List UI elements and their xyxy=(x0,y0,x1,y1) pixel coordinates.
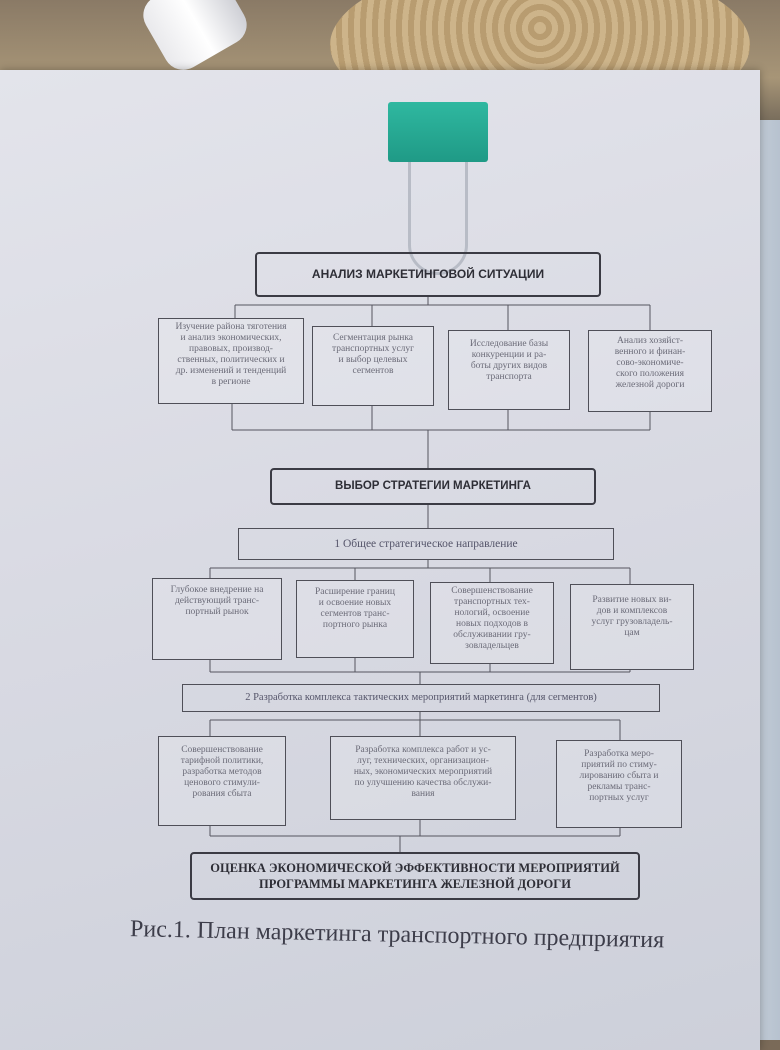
direction-box-1: Глубокое внедрение на действующий транс-… xyxy=(152,578,282,660)
header-strategy: ВЫБОР СТРАТЕГИИ МАРКЕТИНГА xyxy=(270,468,596,505)
analysis-box-3: Исследование базы конкуренции и ра- боты… xyxy=(448,330,570,410)
direction-box-4: Развитие новых ви- дов и комплексов услу… xyxy=(570,584,694,670)
header-evaluation: ОЦЕНКА ЭКОНОМИЧЕСКОЙ ЭФФЕКТИВНОСТИ МЕРОП… xyxy=(190,852,640,900)
tactics-box-3: Разработка меро- приятий по стиму- лиров… xyxy=(556,740,682,828)
direction-box-2: Расширение границ и освоение новых сегме… xyxy=(296,580,414,658)
direction-box-3: Совершенствование транспортных тех- ноло… xyxy=(430,582,554,664)
tactics-box-1: Совершенствование тарифной политики, раз… xyxy=(158,736,286,826)
header-analysis: АНАЛИЗ МАРКЕТИНГОВОЙ СИТУАЦИИ xyxy=(255,252,601,297)
binder-clip xyxy=(388,102,488,162)
analysis-box-4: Анализ хозяйст- венного и финан- сово-эк… xyxy=(588,330,712,412)
tactics-box-2: Разработка комплекса работ и ус- луг, те… xyxy=(330,736,516,820)
binder-clip-wire xyxy=(408,150,468,275)
paper-sheet xyxy=(0,70,760,1050)
tactics-bar: 2 Разработка комплекса тактических мероп… xyxy=(182,684,660,712)
analysis-box-2: Сегментация рынка транспортных услуг и в… xyxy=(312,326,434,406)
strategic-direction-bar: 1 Общее стратегическое направление xyxy=(238,528,614,560)
analysis-box-1: Изучение района тяготения и анализ эконо… xyxy=(158,318,304,404)
